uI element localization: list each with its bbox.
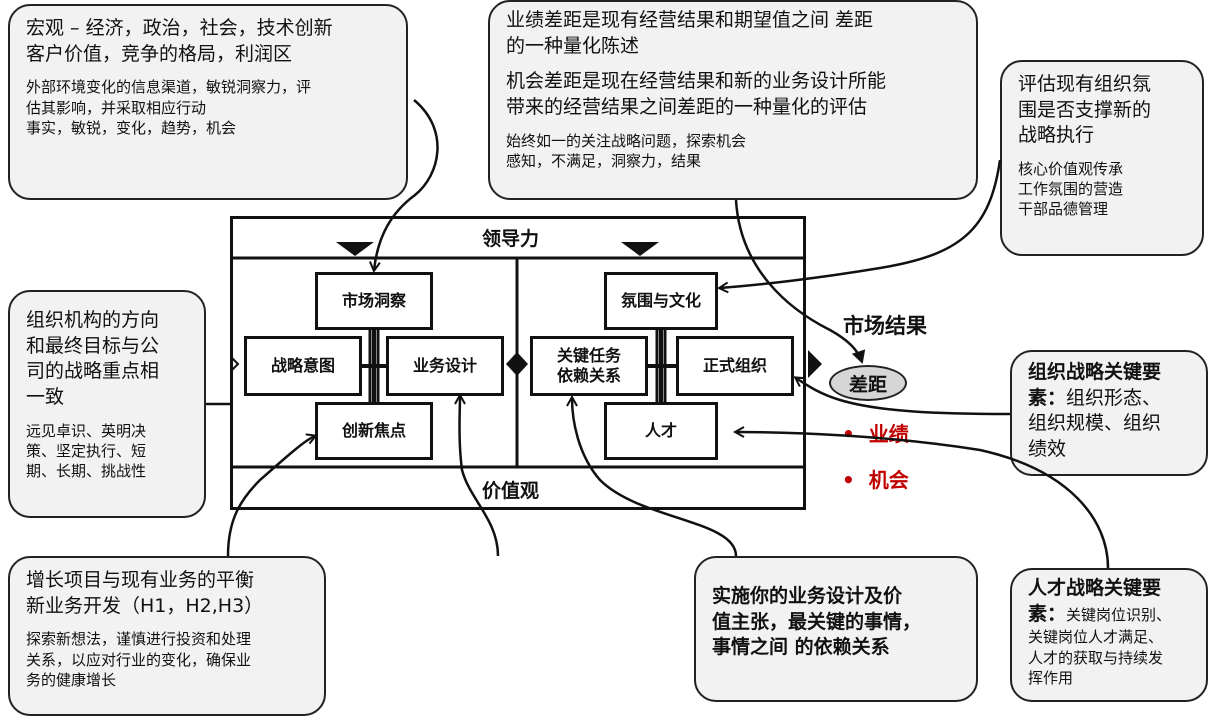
callout-org-key-elements: 组织战略关键要 素：组织形态、 组织规模、组织 绩效 — [1010, 350, 1208, 476]
node-formal-org: 正式组织 — [676, 336, 794, 396]
diamond-icon — [506, 352, 528, 376]
callout-macro-sub: 外部环境变化的信息渠道，敏锐洞察力，评 估其影响，并采取相应行动 事实，敏锐，变… — [26, 78, 312, 137]
arrow-climate-to-culture — [720, 159, 1002, 288]
callout-climate: 评估现有组织氛 围是否支撑新的 战略执行 核心价值观传承 工作氛围的营造 干部品… — [1000, 60, 1204, 256]
callout-gap-sub: 始终如一的关注战略问题，探索机会 感知，不满足，洞察力，结果 — [506, 131, 747, 170]
callout-growth: 增长项目与现有业务的平衡 新业务开发（H1，H2,H3） 探索新想法，谨慎进行投… — [8, 556, 326, 716]
node-strategic-intent: 战略意图 — [244, 336, 362, 396]
callout-gap-definition: 业绩差距是现有经营结果和期望值之间 差距 的一种量化陈述 机会差距是现在经营结果… — [488, 0, 978, 200]
org-key-line-1: 组织形态、 — [1066, 386, 1162, 409]
callout-direction-head: 组织机构的方向 和最终目标与公 司的战略重点相 一致 — [26, 309, 160, 408]
arrow-implement-to-key-tasks — [572, 398, 738, 557]
callout-growth-sub: 探索新想法，谨慎进行投资和处理 关系，以应对行业的变化，确保业 务的健康增长 — [26, 630, 252, 689]
node-talent: 人才 — [604, 402, 718, 460]
callout-implement-head: 实施你的业务设计及价 值主张，最关键的事情， 事情之间 的依赖关系 — [712, 585, 922, 659]
node-key-tasks: 关键任务 依赖关系 — [530, 336, 648, 396]
arrow-org-key-to-formal-org — [796, 378, 1011, 416]
gap-oval: 差距 — [829, 365, 907, 401]
values-label: 价值观 — [482, 480, 540, 502]
arrow-macro-to-market-insight — [374, 99, 439, 270]
market-result-label: 市场结果 — [843, 314, 927, 338]
callout-growth-head: 增长项目与现有业务的平衡 新业务开发（H1，H2,H3） — [26, 569, 264, 617]
leadership-label: 领导力 — [482, 228, 540, 250]
left-input-arrow — [231, 357, 240, 371]
bullet-icon: • — [842, 468, 869, 492]
arrow-growth-to-innovation — [226, 436, 315, 557]
callout-gap-head-1: 业绩差距是现有经营结果和期望值之间 差距 的一种量化陈述 — [506, 9, 874, 57]
gap-item-performance: • 业绩 — [842, 422, 909, 446]
callout-direction: 组织机构的方向 和最终目标与公 司的战略重点相 一致 远见卓识、英明决 策、坚定… — [8, 290, 206, 518]
triangle-right-icon — [808, 350, 822, 378]
node-market-insight: 市场洞察 — [315, 272, 433, 330]
gap-item-opportunity: • 机会 — [842, 468, 909, 492]
callout-talent-key-head: 人才战略关键要 — [1028, 577, 1162, 599]
callout-talent-key-elements: 人才战略关键要 素：关键岗位识别、 关键岗位人才满足、 人才的获取与持续发 挥作… — [1010, 568, 1208, 702]
triangle-down-icon-right — [621, 242, 659, 256]
arrow-gapdef-to-gap — [734, 199, 866, 364]
callout-org-key-head: 组织战略关键要 素：组织形态、 组织规模、组织 绩效 — [1028, 361, 1162, 460]
arrow-up-to-business-design — [460, 396, 500, 557]
bullet-icon: • — [842, 422, 869, 446]
callout-macro: 宏观 – 经济，政治，社会，技术创新 客户价值，竞争的格局，利润区 外部环境变化… — [8, 4, 408, 200]
callout-implement: 实施你的业务设计及价 值主张，最关键的事情， 事情之间 的依赖关系 — [694, 556, 978, 702]
callout-macro-head: 宏观 – 经济，政治，社会，技术创新 客户价值，竞争的格局，利润区 — [26, 17, 333, 65]
callout-gap-head-2: 机会差距是现在经营结果和新的业务设计所能 带来的经营结果之间差距的一种量化的评估 — [506, 70, 887, 118]
callout-climate-sub: 核心价值观传承 工作氛围的营造 干部品德管理 — [1018, 159, 1124, 219]
node-innovation-focus: 创新焦点 — [315, 402, 433, 460]
node-climate-culture: 氛围与文化 — [604, 272, 718, 330]
arrow-talent-key-to-talent — [736, 432, 1110, 569]
node-business-design: 业务设计 — [386, 336, 504, 396]
callout-talent-key-body: 素：关键岗位识别、 关键岗位人才满足、 人才的获取与持续发 挥作用 — [1028, 602, 1172, 687]
callout-climate-head: 评估现有组织氛 围是否支撑新的 战略执行 — [1018, 73, 1152, 147]
triangle-down-icon-left — [336, 242, 374, 256]
callout-direction-sub: 远见卓识、英明决 策、坚定执行、短 期、长期、挑战性 — [26, 421, 147, 481]
